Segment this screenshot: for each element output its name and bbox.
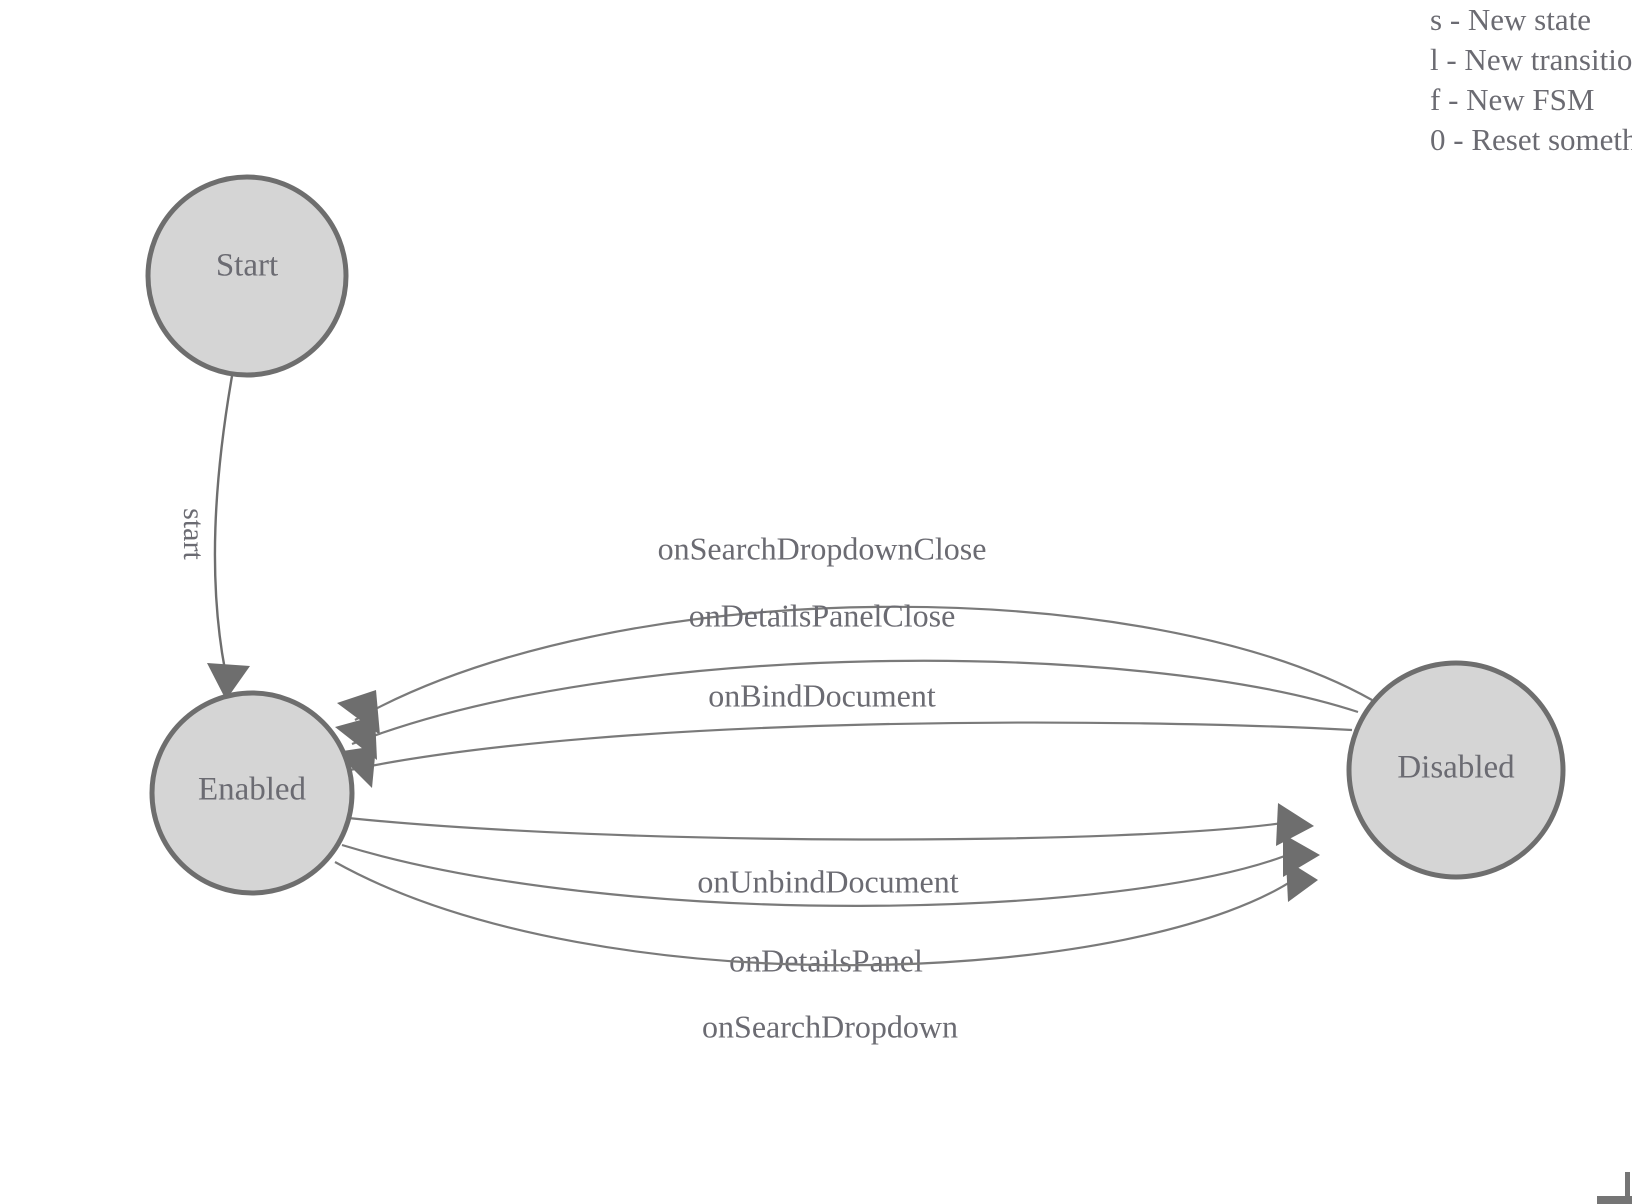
node-disabled-circle[interactable] (1346, 660, 1566, 880)
node-start-circle[interactable] (145, 174, 349, 378)
edge-on-bind-document[interactable]: onBindDocument (336, 677, 1353, 788)
vertical-scrollbar-thumb[interactable] (1625, 1172, 1630, 1198)
node-disabled-label: Disabled (1397, 750, 1515, 786)
edge-path-on-unbind-document (347, 816, 1291, 841)
edge-path-on-details-panel-close (351, 659, 1359, 746)
edge-on-details-panel[interactable]: onDetailsPanel (341, 834, 1320, 978)
edge-on-search-dropdown-close[interactable]: onSearchDropdownClose (337, 530, 1373, 735)
edge-label-start: start (177, 508, 210, 560)
node-start-label: Start (216, 248, 278, 284)
node-enabled-label: Enabled (198, 772, 307, 808)
edge-path-on-bind-document (349, 721, 1353, 772)
arrowhead-to-disabled-3 (1286, 860, 1318, 902)
node-start[interactable]: Start (145, 174, 349, 378)
edge-path-on-search-dropdown (334, 861, 1303, 967)
edge-label-on-details-panel: onDetailsPanel (729, 942, 923, 978)
edge-path-on-details-panel (341, 843, 1296, 907)
edge-on-search-dropdown[interactable]: onSearchDropdown (334, 860, 1318, 1044)
arrowhead-start-to-enabled (207, 663, 250, 700)
node-enabled[interactable]: Enabled (149, 690, 355, 896)
arrowhead-to-disabled-1 (1276, 803, 1314, 846)
edge-label-on-unbind-document: onUnbindDocument (697, 863, 958, 899)
edge-start-to-enabled[interactable]: start (177, 375, 250, 700)
edge-label-on-search-dropdown-close: onSearchDropdownClose (658, 530, 987, 566)
node-disabled[interactable]: Disabled (1346, 660, 1566, 880)
edge-path-start (213, 375, 234, 671)
edge-on-unbind-document[interactable]: onUnbindDocument (347, 803, 1314, 899)
edge-path-on-search-dropdown-close (354, 605, 1373, 721)
edge-label-on-details-panel-close: onDetailsPanelClose (689, 597, 956, 633)
node-enabled-circle[interactable] (149, 690, 355, 896)
horizontal-scrollbar-thumb[interactable] (1597, 1196, 1632, 1204)
edge-label-on-bind-document: onBindDocument (708, 677, 936, 713)
edge-label-on-search-dropdown: onSearchDropdown (702, 1008, 958, 1044)
